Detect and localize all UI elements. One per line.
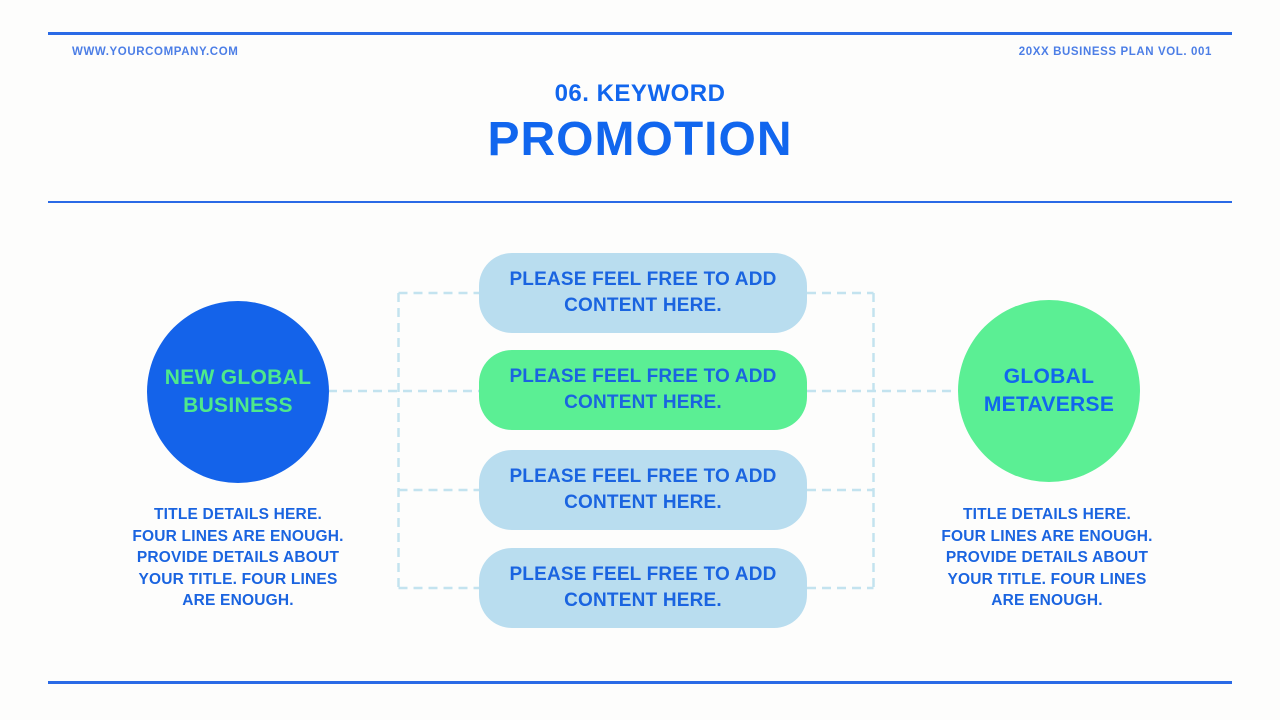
pill-text-line: CONTENT HERE. xyxy=(564,590,722,611)
description-line: PROVIDE DETAILS ABOUT xyxy=(136,549,340,567)
right-node-description: TITLE DETAILS HERE. FOUR LINES ARE ENOUG… xyxy=(927,504,1167,612)
node-title-line: GLOBAL xyxy=(1003,365,1095,388)
top-rule xyxy=(48,32,1232,35)
content-pill-3: PLEASE FEEL FREE TO ADD CONTENT HERE. xyxy=(479,450,807,530)
description-line: YOUR TITLE. FOUR LINES xyxy=(138,570,338,588)
content-pill-1: PLEASE FEEL FREE TO ADD CONTENT HERE. xyxy=(479,253,807,333)
description-line: ARE ENOUGH. xyxy=(182,592,294,610)
pill-text-line: PLEASE FEEL FREE TO ADD xyxy=(509,466,777,487)
content-pill-2: PLEASE FEEL FREE TO ADD CONTENT HERE. xyxy=(479,350,807,430)
left-node-description: TITLE DETAILS HERE. FOUR LINES ARE ENOUG… xyxy=(118,504,358,612)
description-line: FOUR LINES ARE ENOUGH. xyxy=(941,527,1153,545)
slide-title: PROMOTION xyxy=(487,113,793,166)
volume-label: 20XX BUSINESS PLAN VOL. 001 xyxy=(1018,46,1212,58)
description-line: PROVIDE DETAILS ABOUT xyxy=(945,549,1149,567)
pill-text-line: CONTENT HERE. xyxy=(564,392,722,413)
description-line: YOUR TITLE. FOUR LINES xyxy=(947,570,1147,588)
pill-text-line: PLEASE FEEL FREE TO ADD xyxy=(509,564,777,585)
global-metaverse-node: GLOBAL METAVERSE xyxy=(958,300,1140,482)
pill-text-line: PLEASE FEEL FREE TO ADD xyxy=(509,269,777,290)
description-line: TITLE DETAILS HERE. xyxy=(963,506,1131,523)
description-line: FOUR LINES ARE ENOUGH. xyxy=(132,527,344,545)
title-divider-rule xyxy=(48,201,1232,203)
bottom-rule xyxy=(48,681,1232,684)
pill-text-line: CONTENT HERE. xyxy=(564,295,722,316)
website-url: WWW.YOURCOMPANY.COM xyxy=(72,46,239,58)
new-global-business-node: NEW GLOBAL BUSINESS xyxy=(147,301,329,483)
description-line: ARE ENOUGH. xyxy=(991,592,1103,610)
slide-kicker: 06. KEYWORD xyxy=(554,80,726,107)
pill-text-line: PLEASE FEEL FREE TO ADD xyxy=(509,366,777,387)
node-title-line: METAVERSE xyxy=(983,393,1115,416)
node-title-line: BUSINESS xyxy=(183,394,293,417)
node-title-line: NEW GLOBAL xyxy=(164,366,312,389)
description-line: TITLE DETAILS HERE. xyxy=(154,506,322,523)
content-pill-4: PLEASE FEEL FREE TO ADD CONTENT HERE. xyxy=(479,548,807,628)
pill-text-line: CONTENT HERE. xyxy=(564,492,722,513)
